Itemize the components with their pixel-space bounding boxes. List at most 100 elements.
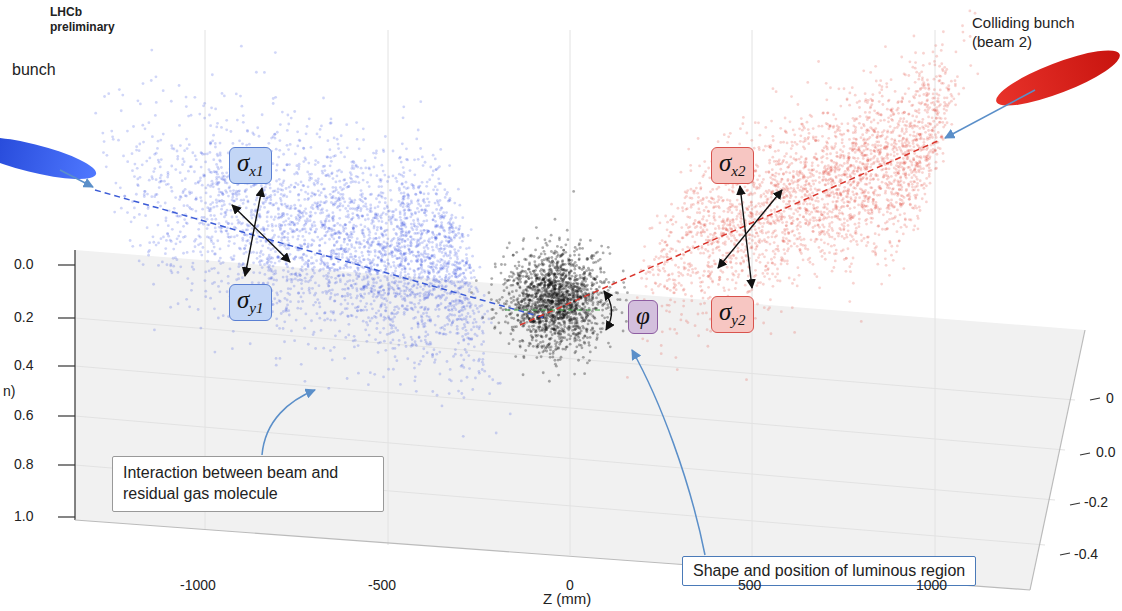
vertex-point (304, 277, 307, 280)
vertex-point (451, 275, 454, 278)
vertex-point (212, 158, 215, 161)
vertex-point (193, 96, 196, 99)
vertex-point (270, 216, 273, 219)
vertex-point (132, 125, 135, 128)
vertex-point (478, 266, 481, 269)
vertex-point (421, 319, 424, 322)
vertex-point (178, 84, 181, 87)
vertex-point (346, 377, 349, 380)
vertex-point (249, 342, 252, 345)
vertex-point (164, 252, 167, 255)
vertex-point (261, 266, 264, 269)
vertex-point (399, 274, 402, 277)
vertex-point (431, 174, 434, 177)
vertex-point (288, 186, 291, 189)
vertex-point (469, 306, 472, 309)
vertex-point (245, 240, 248, 243)
vertex-point (287, 217, 290, 220)
vertex-point (153, 328, 156, 331)
vertex-point (358, 259, 361, 262)
vertex-point (449, 331, 452, 334)
vertex-point (461, 240, 464, 243)
vertex-point (215, 201, 218, 204)
vertex-point (112, 138, 115, 141)
vertex-point (413, 303, 416, 306)
vertex-point (326, 262, 329, 265)
vertex-point (267, 224, 270, 227)
vertex-point (151, 135, 154, 138)
vertex-point (402, 166, 405, 169)
vertex-point (231, 216, 234, 219)
vertex-point (403, 209, 406, 212)
vertex-point (275, 291, 278, 294)
vertex-point (347, 205, 350, 208)
vertex-point (170, 144, 173, 147)
vertex-point (472, 326, 475, 329)
vertex-point (399, 276, 402, 279)
vertex-point (142, 263, 145, 266)
vertex-point (308, 117, 311, 120)
vertex-point (314, 282, 317, 285)
vertex-point (307, 185, 310, 188)
vertex-point (301, 279, 304, 282)
vertex-point (199, 327, 202, 330)
vertex-point (219, 142, 222, 145)
vertex-point (394, 270, 397, 273)
vertex-point (276, 324, 279, 327)
vertex-point (401, 305, 404, 308)
vertex-point (370, 244, 373, 247)
vertex-point (225, 128, 228, 131)
vertex-point (135, 149, 138, 152)
vertex-point (147, 121, 150, 124)
vertex-point (369, 251, 372, 254)
vertex-point (139, 102, 142, 105)
vertex-point (405, 187, 408, 190)
vertex-point (495, 432, 498, 435)
vertex-point (298, 256, 301, 259)
vertex-point (126, 211, 129, 214)
vertex-point (337, 147, 340, 150)
vertex-point (377, 276, 380, 279)
vertex-point (258, 271, 261, 274)
vertex-point (334, 224, 337, 227)
vertex-point (294, 153, 297, 156)
vertex-point (376, 174, 379, 177)
vertex-point (224, 211, 227, 214)
vertex-point (211, 282, 214, 285)
vertex-point (167, 224, 170, 227)
vertex-point (337, 191, 340, 194)
vertex-point (434, 202, 437, 205)
vertex-point (429, 166, 432, 169)
vertex-point (426, 333, 429, 336)
vertex-point (443, 244, 446, 247)
vertex-point (311, 287, 314, 290)
vertex-point (332, 195, 335, 198)
vertex-point (176, 237, 179, 240)
vertex-point (429, 341, 432, 344)
vertex-point (287, 247, 290, 250)
vertex-point (186, 222, 189, 225)
vertex-point (279, 357, 282, 360)
vertex-point (348, 248, 351, 251)
vertex-point (309, 279, 312, 282)
vertex-point (362, 179, 365, 182)
vertex-point (423, 209, 426, 212)
vertex-point (103, 95, 106, 98)
vertex-point (245, 251, 248, 254)
vertex-point (301, 235, 304, 238)
vertex-point (346, 294, 349, 297)
vertex-point (186, 251, 189, 254)
vertex-point (177, 235, 180, 238)
vertex-point (177, 215, 180, 218)
vertex-point (404, 299, 407, 302)
vertex-point (220, 126, 223, 129)
vertex-point (457, 342, 460, 345)
vertex-point (310, 256, 313, 259)
vertex-point (146, 226, 149, 229)
vertex-point (466, 305, 469, 308)
vertex-point (413, 361, 416, 364)
vertex-point (449, 257, 452, 260)
vertex-point (362, 127, 365, 130)
vertex-point (442, 265, 445, 268)
vertex-point (277, 156, 280, 159)
